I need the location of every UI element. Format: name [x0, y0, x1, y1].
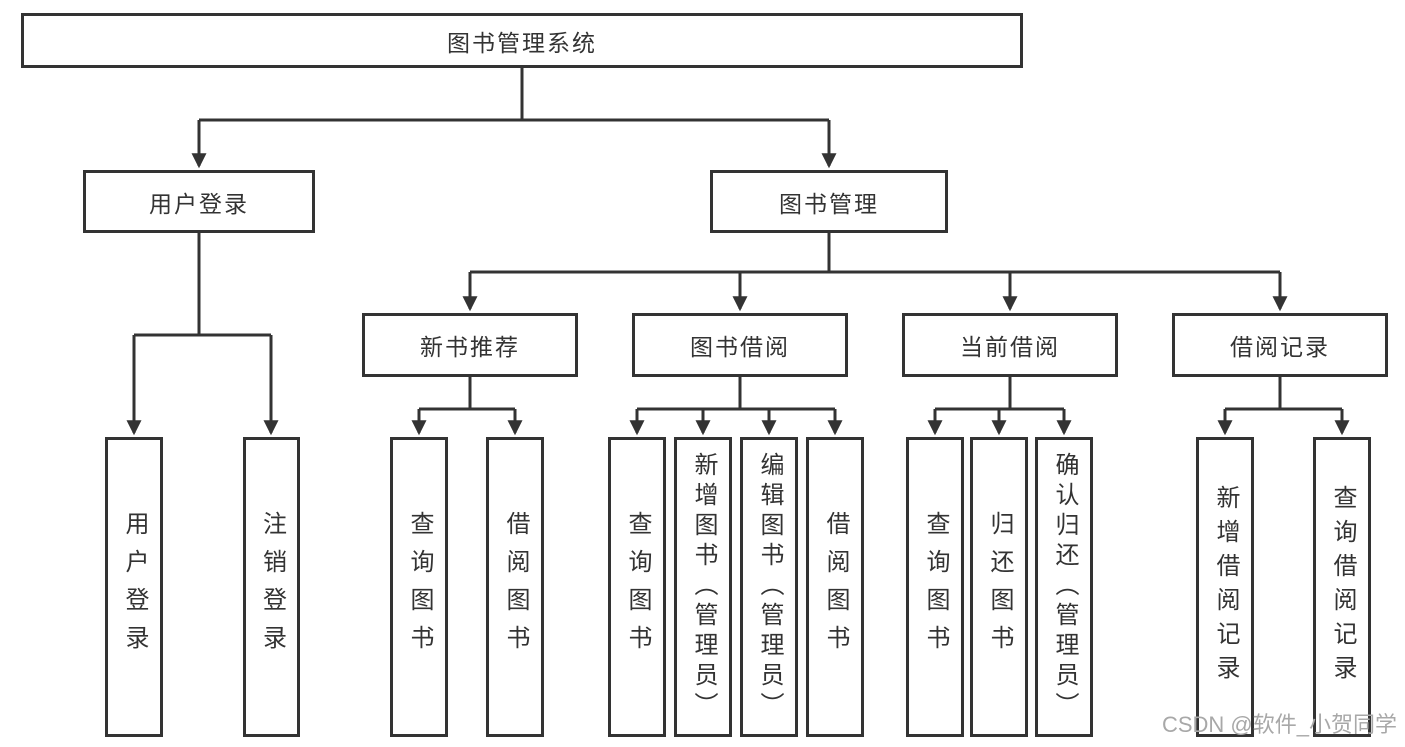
leaf-confirm-return-admin: 确认归还（管理员） — [1035, 437, 1093, 737]
leaf-query-book-1: 查询图书 — [390, 437, 448, 737]
leaf-label: 确认归还（管理员） — [1051, 452, 1078, 722]
leaf-label: 借阅图书 — [502, 511, 529, 663]
leaf-add-book-admin: 新增图书（管理员） — [674, 437, 732, 737]
leaf-logout: 注销登录 — [243, 437, 300, 737]
node-borrow-records: 借阅记录 — [1172, 313, 1388, 377]
leaf-label: 注销登录 — [258, 511, 286, 663]
leaf-label: 查询图书 — [406, 511, 433, 663]
leaf-label: 用户登录 — [121, 511, 148, 663]
leaf-query-borrow-record: 查询借阅记录 — [1313, 437, 1371, 737]
leaf-label: 归还图书 — [986, 511, 1013, 663]
leaf-borrow-book-1: 借阅图书 — [486, 437, 544, 737]
leaf-borrow-book-2: 借阅图书 — [806, 437, 864, 737]
node-book-borrow: 图书借阅 — [632, 313, 848, 377]
leaf-label: 新增借阅记录 — [1212, 485, 1239, 689]
leaf-user-login: 用户登录 — [105, 437, 163, 737]
node-library-management-system: 图书管理系统 — [21, 13, 1023, 68]
node-current-borrow: 当前借阅 — [902, 313, 1118, 377]
leaf-label: 查询图书 — [624, 511, 651, 663]
leaf-return-book: 归还图书 — [970, 437, 1028, 737]
leaf-label: 查询图书 — [922, 511, 949, 663]
node-new-book-recommend: 新书推荐 — [362, 313, 578, 377]
leaf-add-borrow-record: 新增借阅记录 — [1196, 437, 1254, 737]
leaf-label: 编辑图书（管理员） — [756, 452, 783, 722]
leaf-query-book-2: 查询图书 — [608, 437, 666, 737]
leaf-label: 借阅图书 — [822, 511, 849, 663]
leaf-label: 新增图书（管理员） — [690, 452, 717, 722]
leaf-query-book-3: 查询图书 — [906, 437, 964, 737]
leaf-edit-book-admin: 编辑图书（管理员） — [740, 437, 798, 737]
node-user-login: 用户登录 — [83, 170, 315, 233]
leaf-label: 查询借阅记录 — [1329, 485, 1356, 689]
node-book-management: 图书管理 — [710, 170, 948, 233]
